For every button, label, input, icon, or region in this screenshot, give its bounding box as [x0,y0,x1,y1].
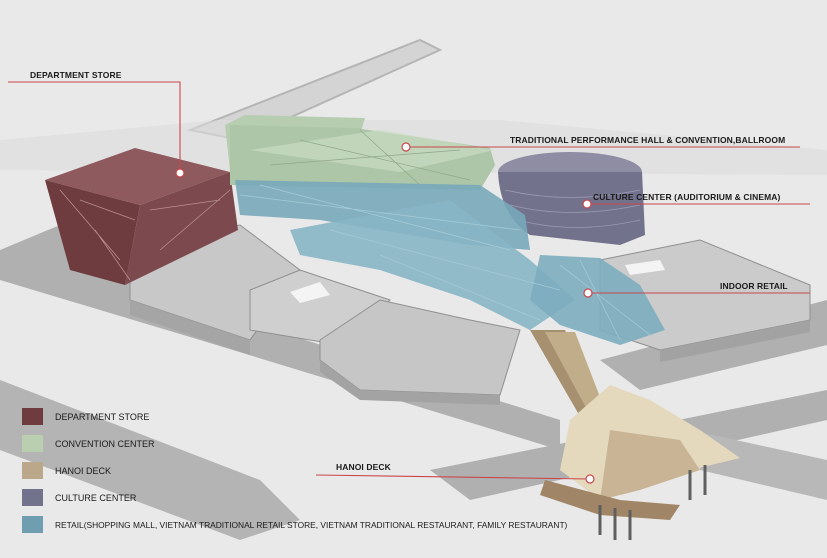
culture-center-building [498,152,645,245]
leader-lines [8,81,810,480]
podium-left-side [130,300,250,355]
label-department-store: DEPARTMENT STORE [30,70,122,80]
skylight-2 [625,260,665,275]
legend-swatch [22,489,43,506]
retail-grid [239,184,651,341]
label-indoor-retail: INDOOR RETAIL [720,281,788,291]
legend-label: CONVENTION CENTER [55,439,155,449]
marker-culture-center [582,199,592,209]
legend-label: DEPARTMENT STORE [55,412,150,422]
department-store-facade-lines [59,189,231,281]
culture-center-bands [504,189,641,228]
legend-label: CULTURE CENTER [55,493,137,503]
department-store-side [125,172,238,285]
deck-platform [540,480,680,520]
convention-center-building [225,115,495,190]
marker-performance-hall [401,142,411,152]
deck-bridge [530,330,600,425]
callout-markers [175,142,595,484]
legend-swatch [22,408,43,425]
retail-right [530,255,665,345]
culture-center-body [498,172,645,245]
legend-label: RETAIL(SHOPPING MALL, VIETNAM TRADITIONA… [55,520,568,530]
deck-pillars [598,465,707,540]
label-culture-center: CULTURE CENTER (AUDITORIUM & CINEMA) [593,192,781,202]
legend-label: HANOI DECK [55,466,112,476]
hanoi-deck-structure [530,330,740,540]
deck-bridge-top [545,332,605,415]
legend-swatch [22,516,43,533]
road-band-lower-left [0,380,300,540]
leader-hanoi-deck [315,474,591,480]
leader-department-store [8,81,181,173]
podium-right-side [660,320,810,362]
podium-center-side [320,360,500,405]
department-store-top [45,148,230,205]
marker-hanoi-deck [585,474,595,484]
marker-department-store [175,168,185,178]
legend-swatch [22,435,43,452]
retail-ramp [290,200,575,330]
department-store-front [45,180,140,285]
deck-canopy-shade [600,430,700,500]
retail-glass-volume [235,180,665,345]
podium-blocks [129,224,811,405]
convention-lines [269,129,471,186]
label-performance-hall: TRADITIONAL PERFORMANCE HALL & CONVENTIO… [510,135,786,145]
label-hanoi-deck: HANOI DECK [336,462,391,472]
skylight-1 [290,282,330,303]
marker-indoor-retail [583,288,593,298]
legend-swatch [22,462,43,479]
convention-roof [250,130,495,172]
department-store-building [45,148,238,285]
